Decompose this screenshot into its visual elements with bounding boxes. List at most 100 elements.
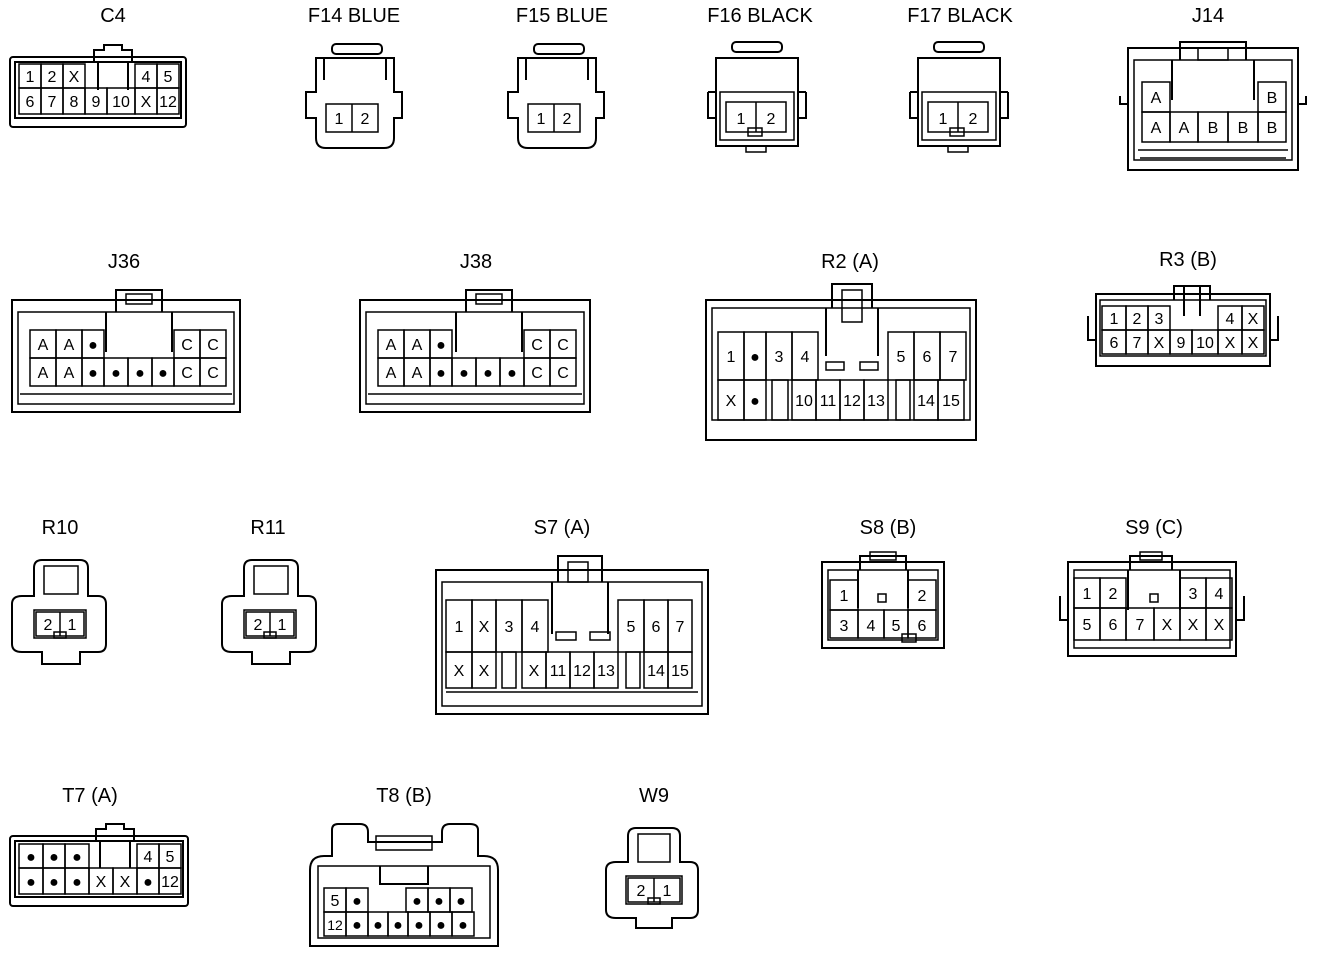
connector-label: S7 (A) <box>534 517 591 539</box>
pin: ● <box>436 365 446 382</box>
pin: 2 <box>767 111 776 128</box>
pin: 2 <box>44 617 53 634</box>
connector-R10: R10 2 1 <box>11 517 107 665</box>
pin: 12 <box>573 663 591 680</box>
pin: A <box>1179 120 1190 137</box>
pin: 2 <box>1133 311 1142 328</box>
pin: 2 <box>48 69 57 86</box>
connector-label: J14 <box>1192 5 1224 27</box>
pin: B <box>1208 120 1219 137</box>
connector-label: F14 BLUE <box>308 5 400 27</box>
pin: 1 <box>939 111 948 128</box>
pin: 9 <box>1177 335 1186 352</box>
pin: C <box>207 365 219 382</box>
pin: A <box>1151 120 1162 137</box>
connector-T7: T7 (A) ● ● ● 4 5 ● ● ● X X ● 12 <box>9 785 189 907</box>
pin: C <box>181 337 193 354</box>
pin-grid <box>29 329 227 387</box>
pin: 4 <box>531 619 540 636</box>
pin-grid <box>1073 577 1233 641</box>
pin: 1 <box>840 588 849 605</box>
pin: X <box>479 619 490 636</box>
pin: ● <box>507 365 517 382</box>
pin: 6 <box>1110 335 1119 352</box>
pin: A <box>412 337 423 354</box>
pin: 3 <box>775 349 784 366</box>
connector-F16: F16 BLACK 1 2 <box>707 5 813 153</box>
connector-C4: C4 1 2 X 4 5 6 7 8 9 10 X 12 <box>9 5 187 128</box>
pin: 4 <box>142 69 151 86</box>
pin: C <box>531 365 543 382</box>
pin: 6 <box>923 349 932 366</box>
pin: ● <box>26 874 36 891</box>
pin: 6 <box>652 619 661 636</box>
pin: 5 <box>892 618 901 635</box>
pin: B <box>1267 120 1278 137</box>
pin: 4 <box>1226 311 1235 328</box>
pin: ● <box>49 874 59 891</box>
pin: X <box>96 874 107 891</box>
pin: 2 <box>254 617 263 634</box>
pin: 11 <box>820 393 837 410</box>
pin: 9 <box>92 94 101 111</box>
pin: 5 <box>1083 617 1092 634</box>
pin-grid <box>829 579 937 639</box>
pin: ● <box>72 874 82 891</box>
pin: X <box>529 663 540 680</box>
pin: X <box>120 874 131 891</box>
connector-label: F16 BLACK <box>707 5 813 27</box>
pin: A <box>38 337 49 354</box>
connector-label: T7 (A) <box>62 785 118 807</box>
pin: 15 <box>671 663 689 680</box>
pin: 7 <box>48 94 57 111</box>
pin: 1 <box>663 883 672 900</box>
connector-S8: S8 (B) 1 2 3 4 5 6 <box>821 517 945 649</box>
connector-label: R2 (A) <box>821 251 879 273</box>
pin: 1 <box>335 111 344 128</box>
pin: X <box>1154 335 1165 352</box>
pin: 2 <box>918 588 927 605</box>
pin: 3 <box>1155 311 1164 328</box>
pin: X <box>454 663 465 680</box>
pin: 5 <box>627 619 636 636</box>
pin: A <box>38 365 49 382</box>
pin: B <box>1238 120 1249 137</box>
pin: 2 <box>1109 586 1118 603</box>
pin-grid <box>323 887 475 937</box>
pin: X <box>1162 617 1173 634</box>
pin: 8 <box>70 94 79 111</box>
connector-R3: R3 (B) 1 2 3 4 X 6 7 X 9 10 X X <box>1087 249 1279 367</box>
pin: 5 <box>166 849 175 866</box>
pin: 1 <box>26 69 35 86</box>
pin: 12 <box>327 917 343 933</box>
pin: 7 <box>676 619 685 636</box>
pin: 7 <box>949 349 958 366</box>
pin: 10 <box>795 393 813 410</box>
connector-R11: R11 2 1 <box>221 517 317 665</box>
pin: A <box>412 365 423 382</box>
pin-grid <box>445 599 693 689</box>
pin: 1 <box>537 111 546 128</box>
pin: 1 <box>737 111 746 128</box>
pin: ● <box>135 365 145 382</box>
connector-label: S8 (B) <box>860 517 917 539</box>
pin: 1 <box>278 617 287 634</box>
pin: X <box>1225 335 1236 352</box>
pin: 10 <box>1196 335 1214 352</box>
pin: 3 <box>840 618 849 635</box>
connector-label: S9 (C) <box>1125 517 1183 539</box>
pin: ● <box>393 917 403 934</box>
pin: ● <box>158 365 168 382</box>
pin: 3 <box>505 619 514 636</box>
pin: ● <box>373 917 383 934</box>
pin: 3 <box>1189 586 1198 603</box>
pin: A <box>386 337 397 354</box>
pin: ● <box>483 365 493 382</box>
pin: 7 <box>1133 335 1142 352</box>
pin: 14 <box>917 393 935 410</box>
connector-W9: W9 2 1 <box>605 785 699 929</box>
connector-label: R3 (B) <box>1159 249 1217 271</box>
connector-J36: J36 A A ● C C A A ● ● ● ● C C <box>11 251 241 413</box>
pin: X <box>479 663 490 680</box>
